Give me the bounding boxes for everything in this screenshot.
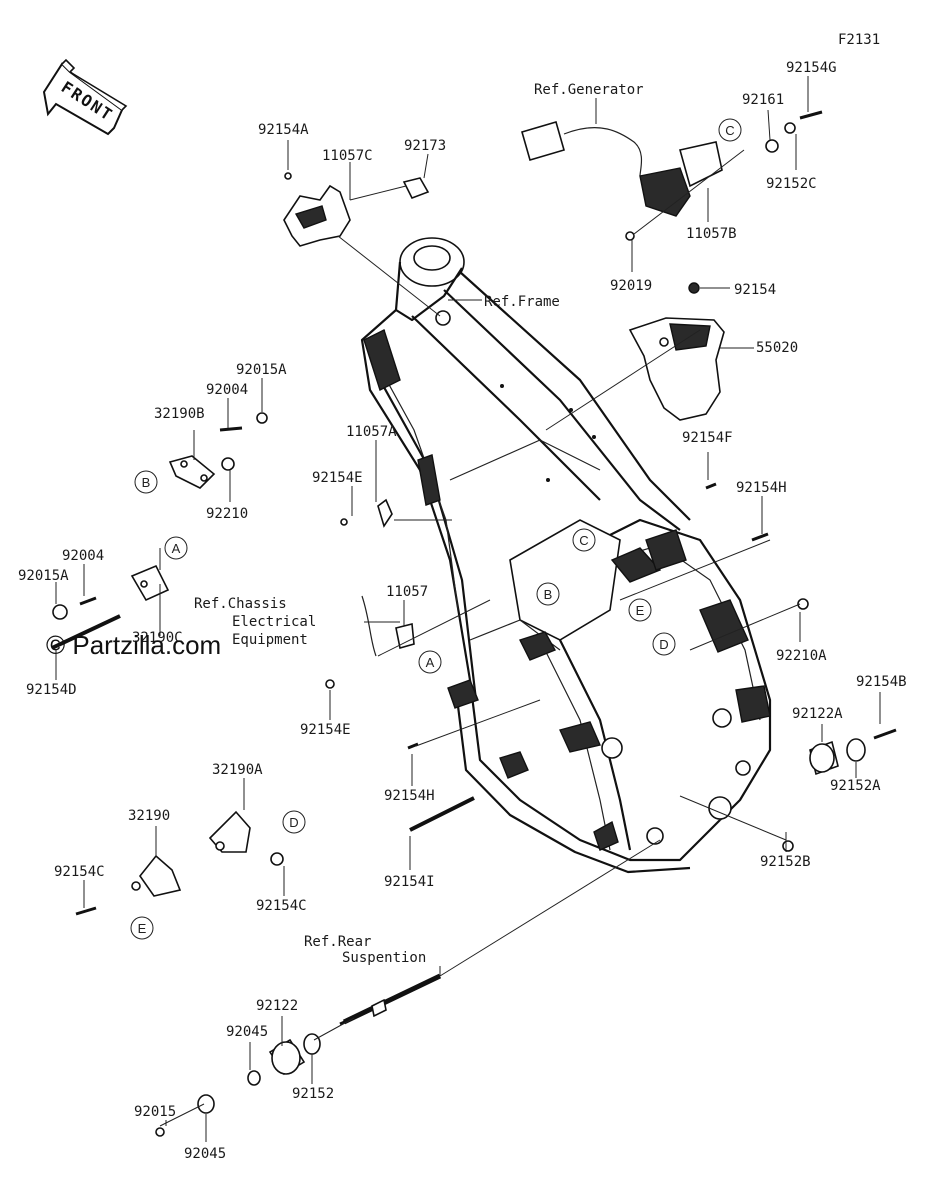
- part-label-32190C: 32190C: [132, 630, 183, 646]
- part-label-92154: 92154: [734, 282, 776, 298]
- rear-axle-shaft-assembly: [155, 973, 442, 1137]
- part-label-92152B: 92152B: [760, 854, 811, 870]
- small-hardware-top-right: [625, 110, 823, 294]
- part-label-92015: 92015: [134, 1104, 176, 1120]
- part-label-11057B: 11057B: [686, 226, 737, 242]
- part-label-92154A: 92154A: [258, 122, 309, 138]
- part-label-92161: 92161: [742, 92, 784, 108]
- circle-ref-C-frame: C: [572, 528, 596, 552]
- part-label-32190: 32190: [128, 808, 170, 824]
- circle-ref-E-bracket: E: [130, 916, 154, 940]
- part-92173-clamp: [402, 177, 430, 200]
- svg-text:A: A: [172, 541, 181, 556]
- part-label-92015A-left: 92015A: [18, 568, 69, 584]
- part-label-92152: 92152: [292, 1086, 334, 1102]
- ref-chassis-label-2: Electrical: [232, 614, 316, 630]
- part-label-92210A: 92210A: [776, 648, 827, 664]
- part-label-92154F: 92154F: [682, 430, 733, 446]
- circle-ref-D-frame: D: [652, 632, 676, 656]
- rear-right-hardware: [705, 482, 897, 852]
- svg-text:A: A: [426, 655, 435, 670]
- part-label-92154D: 92154D: [26, 682, 77, 698]
- circle-ref-A-top: A: [164, 536, 188, 560]
- ref-chassis-label-3: Equipment: [232, 632, 308, 648]
- part-label-92154H-right: 92154H: [736, 480, 787, 496]
- part-label-11057A: 11057A: [346, 424, 397, 440]
- svg-text:C: C: [725, 123, 734, 138]
- part-label-92004-top: 92004: [206, 382, 248, 398]
- chain-guard-55020: [628, 317, 725, 421]
- bracket-32190B: [168, 412, 268, 489]
- circle-ref-D-bracket: D: [282, 810, 306, 834]
- ref-chassis-label-1: Ref.Chassis: [194, 596, 287, 612]
- ref-frame-label: Ref.Frame: [484, 294, 560, 310]
- svg-text:D: D: [659, 637, 668, 652]
- part-label-11057C: 11057C: [322, 148, 373, 164]
- part-label-92210: 92210: [206, 506, 248, 522]
- part-label-92019: 92019: [610, 278, 652, 294]
- front-arrow: FRONT: [42, 58, 128, 136]
- part-label-92122: 92122: [256, 998, 298, 1014]
- circle-ref-B-frame: B: [536, 582, 560, 606]
- part-label-92154E-top: 92154E: [312, 470, 363, 486]
- part-label-92154C-mid: 92154C: [256, 898, 307, 914]
- bracket-32190A: [208, 810, 284, 866]
- circle-ref-A-frame: A: [418, 650, 442, 674]
- part-label-32190B: 32190B: [154, 406, 205, 422]
- main-frame: [360, 237, 772, 874]
- part-label-92154I: 92154I: [384, 874, 435, 890]
- part-label-92045-top: 92045: [226, 1024, 268, 1040]
- svg-text:E: E: [636, 603, 645, 618]
- part-label-55020: 55020: [756, 340, 798, 356]
- part-label-92154H-bottom: 92154H: [384, 788, 435, 804]
- part-label-11057: 11057: [386, 584, 428, 600]
- svg-text:B: B: [142, 475, 151, 490]
- generator-connector: [521, 121, 723, 217]
- svg-text:C: C: [579, 533, 588, 548]
- part-11057A: [340, 498, 393, 528]
- figure-code: F2131: [838, 32, 880, 48]
- bracket-32190C: [51, 564, 170, 650]
- part-label-92122A: 92122A: [792, 706, 843, 722]
- bracket-32190: [75, 854, 182, 916]
- part-label-92004-left: 92004: [62, 548, 104, 564]
- svg-text:B: B: [544, 587, 553, 602]
- ref-generator-label: Ref.Generator: [534, 82, 644, 98]
- watermark: © Partzilla.com: [46, 630, 221, 660]
- part-label-92154E-bottom: 92154E: [300, 722, 351, 738]
- top-left-bracket-assembly: [283, 172, 351, 247]
- part-label-92154G: 92154G: [786, 60, 837, 76]
- part-label-92154C-left: 92154C: [54, 864, 105, 880]
- circle-ref-B-left: B: [134, 470, 158, 494]
- circle-ref-C-top: C: [718, 118, 742, 142]
- part-label-92152C: 92152C: [766, 176, 817, 192]
- part-11057-clip: [325, 595, 415, 689]
- part-label-92015A-top: 92015A: [236, 362, 287, 378]
- svg-text:E: E: [138, 921, 147, 936]
- part-label-32190A: 32190A: [212, 762, 263, 778]
- leader-lines: [55, 76, 881, 1142]
- ref-rear-label-2: Suspention: [342, 950, 426, 966]
- part-label-92152A: 92152A: [830, 778, 881, 794]
- part-label-92173: 92173: [404, 138, 446, 154]
- ref-rear-label-1: Ref.Rear: [304, 934, 371, 950]
- circle-ref-E-frame: E: [628, 598, 652, 622]
- part-label-92045-bottom: 92045: [184, 1146, 226, 1162]
- engine-mount-bolts: [407, 742, 475, 832]
- part-label-92154B: 92154B: [856, 674, 907, 690]
- svg-text:D: D: [289, 815, 298, 830]
